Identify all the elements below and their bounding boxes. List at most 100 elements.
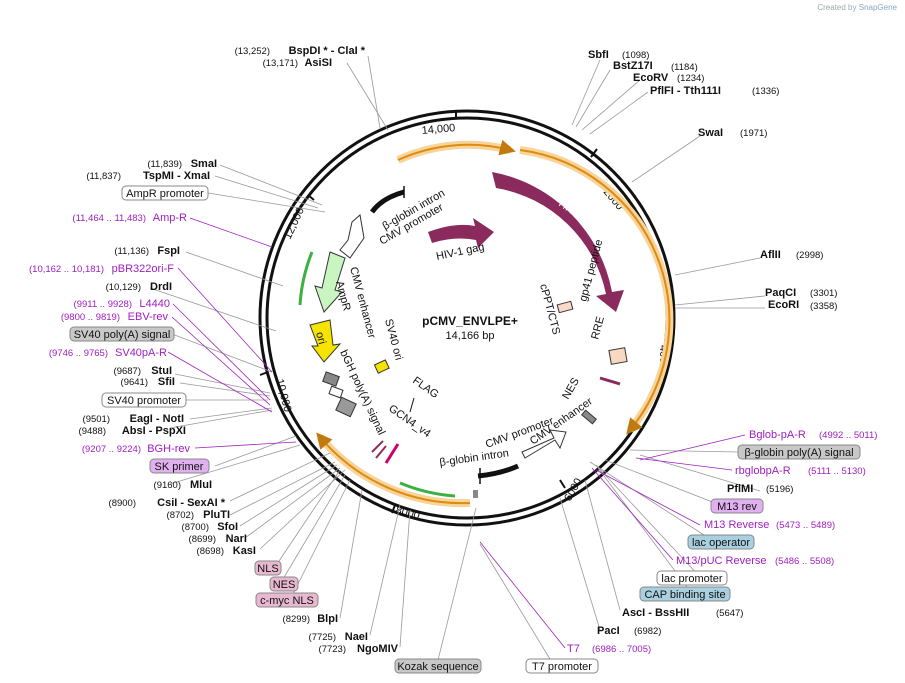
primer-sv40pa-pos: (9746 .. 9765) <box>49 348 108 359</box>
site-aflii-pos: (2998) <box>796 250 823 261</box>
site-smai: SmaI <box>191 158 217 170</box>
primer-labels: (11,464 .. 11,483) Amp-R (10,162 .. 10,1… <box>29 212 877 655</box>
site-asisi-pos: (13,171) <box>263 58 298 69</box>
primer-pbr322: pBR322ori-F <box>112 263 175 275</box>
primer-sv40pa: SV40pA-R <box>115 347 167 359</box>
primer-m13rev: M13 Reverse <box>704 519 769 531</box>
site-blpi-pos: (8299) <box>283 614 310 625</box>
right-elements: cPPT/CTS gp41 peptide RRE NES <box>537 238 628 425</box>
primer-ampr-pos: (11,464 .. 11,483) <box>72 213 146 224</box>
tick-14000: 14,000 <box>421 122 456 137</box>
site-swai: SwaI <box>698 127 723 139</box>
primer-ampr: Amp-R <box>153 212 187 224</box>
primer-rbglob: rbglobpA-R <box>735 465 791 477</box>
primer-m13rev-pos: (5473 .. 5489) <box>776 520 835 531</box>
site-nari-pos: (8699) <box>189 534 216 545</box>
site-blpi: BlpI <box>317 613 338 625</box>
site-pluti: PluTI <box>203 509 230 521</box>
box-m13-rev: M13 rev <box>717 501 757 513</box>
site-paci: PacI <box>597 625 620 637</box>
box-sk-primer: SK primer <box>155 461 204 473</box>
primer-bglob: Bglob-pA-R <box>749 429 806 441</box>
site-pluti-pos: (8702) <box>167 510 194 521</box>
credit: Created by SnapGene <box>817 3 897 12</box>
box-t7-promoter: T7 promoter <box>532 661 592 673</box>
primer-bgh: BGH-rev <box>147 443 190 455</box>
primer-ebv-pos: (9800 .. 9819) <box>61 312 120 323</box>
primer-rbglob-pos: (5111 .. 5130) <box>808 466 866 477</box>
site-mlui-pos: (9160) <box>154 480 181 491</box>
site-ecori-pos: (3358) <box>810 301 837 312</box>
site-ngomiv: NgoMIV <box>357 643 399 655</box>
site-stui-pos: (9687) <box>114 366 141 377</box>
box-nls: NLS <box>257 563 278 575</box>
site-drdi: DrdI <box>150 281 172 293</box>
site-pflmi-pos: (5196) <box>766 484 793 495</box>
site-clai: BspDI * - ClaI * <box>289 45 366 57</box>
primer-l4440: L4440 <box>139 298 170 310</box>
site-sfoi: SfoI <box>217 521 238 533</box>
sv40-ori-label: SV40 ori <box>382 318 405 362</box>
site-sexai: CsiI - SexAI * <box>157 497 226 509</box>
left-site-labels: (13,252) BspDI * - ClaI * (13,171) AsiSI… <box>79 45 399 655</box>
site-xmai-pos: (11,837) <box>86 171 121 182</box>
primer-bgh-pos: (9207 .. 9224) <box>82 444 141 455</box>
site-bstz17i: BstZ17I <box>613 60 653 72</box>
site-noti-pos: (9501) <box>83 414 110 425</box>
box-lac-operator: lac operator <box>692 537 750 549</box>
site-xmai: TspMI - XmaI <box>143 170 210 182</box>
box-bglobin-polya: β-globin poly(A) signal <box>744 447 853 459</box>
bgh-polya-label: bGH poly(A) signal <box>337 348 387 437</box>
site-fspi: FspI <box>157 245 180 257</box>
primer-ebv: EBV-rev <box>128 311 169 323</box>
site-sbfi: SbfI <box>588 49 609 61</box>
plasmid-size: 14,166 bp <box>446 330 495 342</box>
site-ecorv: EcoRV <box>633 72 669 84</box>
primer-pbr322-pos: (10,162 .. 10,181) <box>29 264 104 275</box>
site-sexai-pos: (8900) <box>109 498 136 509</box>
site-ecori: EcoRI <box>768 299 799 311</box>
hiv1-gag-label: HIV-1 gag <box>435 241 485 263</box>
site-sfii-pos: (9641) <box>121 377 148 388</box>
site-sfii: SfiI <box>158 376 175 388</box>
site-drdi-pos: (10,129) <box>106 282 141 293</box>
primer-bglob-pos: (4992 .. 5011) <box>819 430 877 441</box>
nes-right-label: NES <box>560 376 582 402</box>
primer-leader-lines <box>167 217 746 649</box>
box-cmyc-nls: c-myc NLS <box>260 595 314 607</box>
site-pspxi: AbsI - PspXI <box>122 425 186 437</box>
site-naei: NaeI <box>345 631 368 643</box>
site-paci-pos: (6982) <box>634 626 661 637</box>
right-site-labels: SbfI (1098) BstZ17I (1184) EcoRV (1234) … <box>588 49 837 637</box>
site-fspi-pos: (11,136) <box>114 246 149 257</box>
beta-globin-intron-bottom: β-globin intron <box>439 447 510 469</box>
leader-lines <box>149 55 766 665</box>
site-pflfi: PflFI - Tth111I <box>650 85 721 97</box>
snapgene-logo: SnapGene <box>858 3 897 12</box>
site-naei-pos: (7725) <box>309 632 336 643</box>
box-sv40-promoter: SV40 promoter <box>107 395 181 407</box>
site-mlui: MluI <box>190 479 212 491</box>
box-sv40-polya: SV40 poly(A) signal <box>74 329 171 341</box>
site-paqci-pos: (3301) <box>810 288 837 299</box>
site-smai-pos: (11,839) <box>147 159 182 170</box>
box-kozak: Kozak sequence <box>397 661 478 673</box>
box-lac-promoter: lac promoter <box>661 573 722 585</box>
site-ngomiv-pos: (7723) <box>319 644 346 655</box>
primer-m13puc: M13/pUC Reverse <box>676 555 766 567</box>
site-kasi-pos: (8698) <box>197 546 224 557</box>
site-swai-pos: (1971) <box>740 128 767 139</box>
site-sbfi-pos: (1098) <box>622 50 649 61</box>
site-asci: AscI - BssHII <box>622 607 689 619</box>
site-pspxi-pos: (9488) <box>79 426 106 437</box>
site-pflfi-pos: (1336) <box>752 86 779 97</box>
plasmid-name: pCMV_ENVLPE+ <box>422 314 518 328</box>
primer-t7: T7 <box>567 643 580 655</box>
lower-left-elements: SV40 ori bGH poly(A) signal FLAG GCN4_v4 <box>322 318 441 464</box>
tick-12000: 12,000 <box>282 206 307 242</box>
ori-label: ori <box>313 331 328 346</box>
box-ampr-promoter: AmpR promoter <box>126 188 204 200</box>
site-ecorv-pos: (1234) <box>677 73 704 84</box>
center-title: pCMV_ENVLPE+ 14,166 bp <box>422 314 518 342</box>
